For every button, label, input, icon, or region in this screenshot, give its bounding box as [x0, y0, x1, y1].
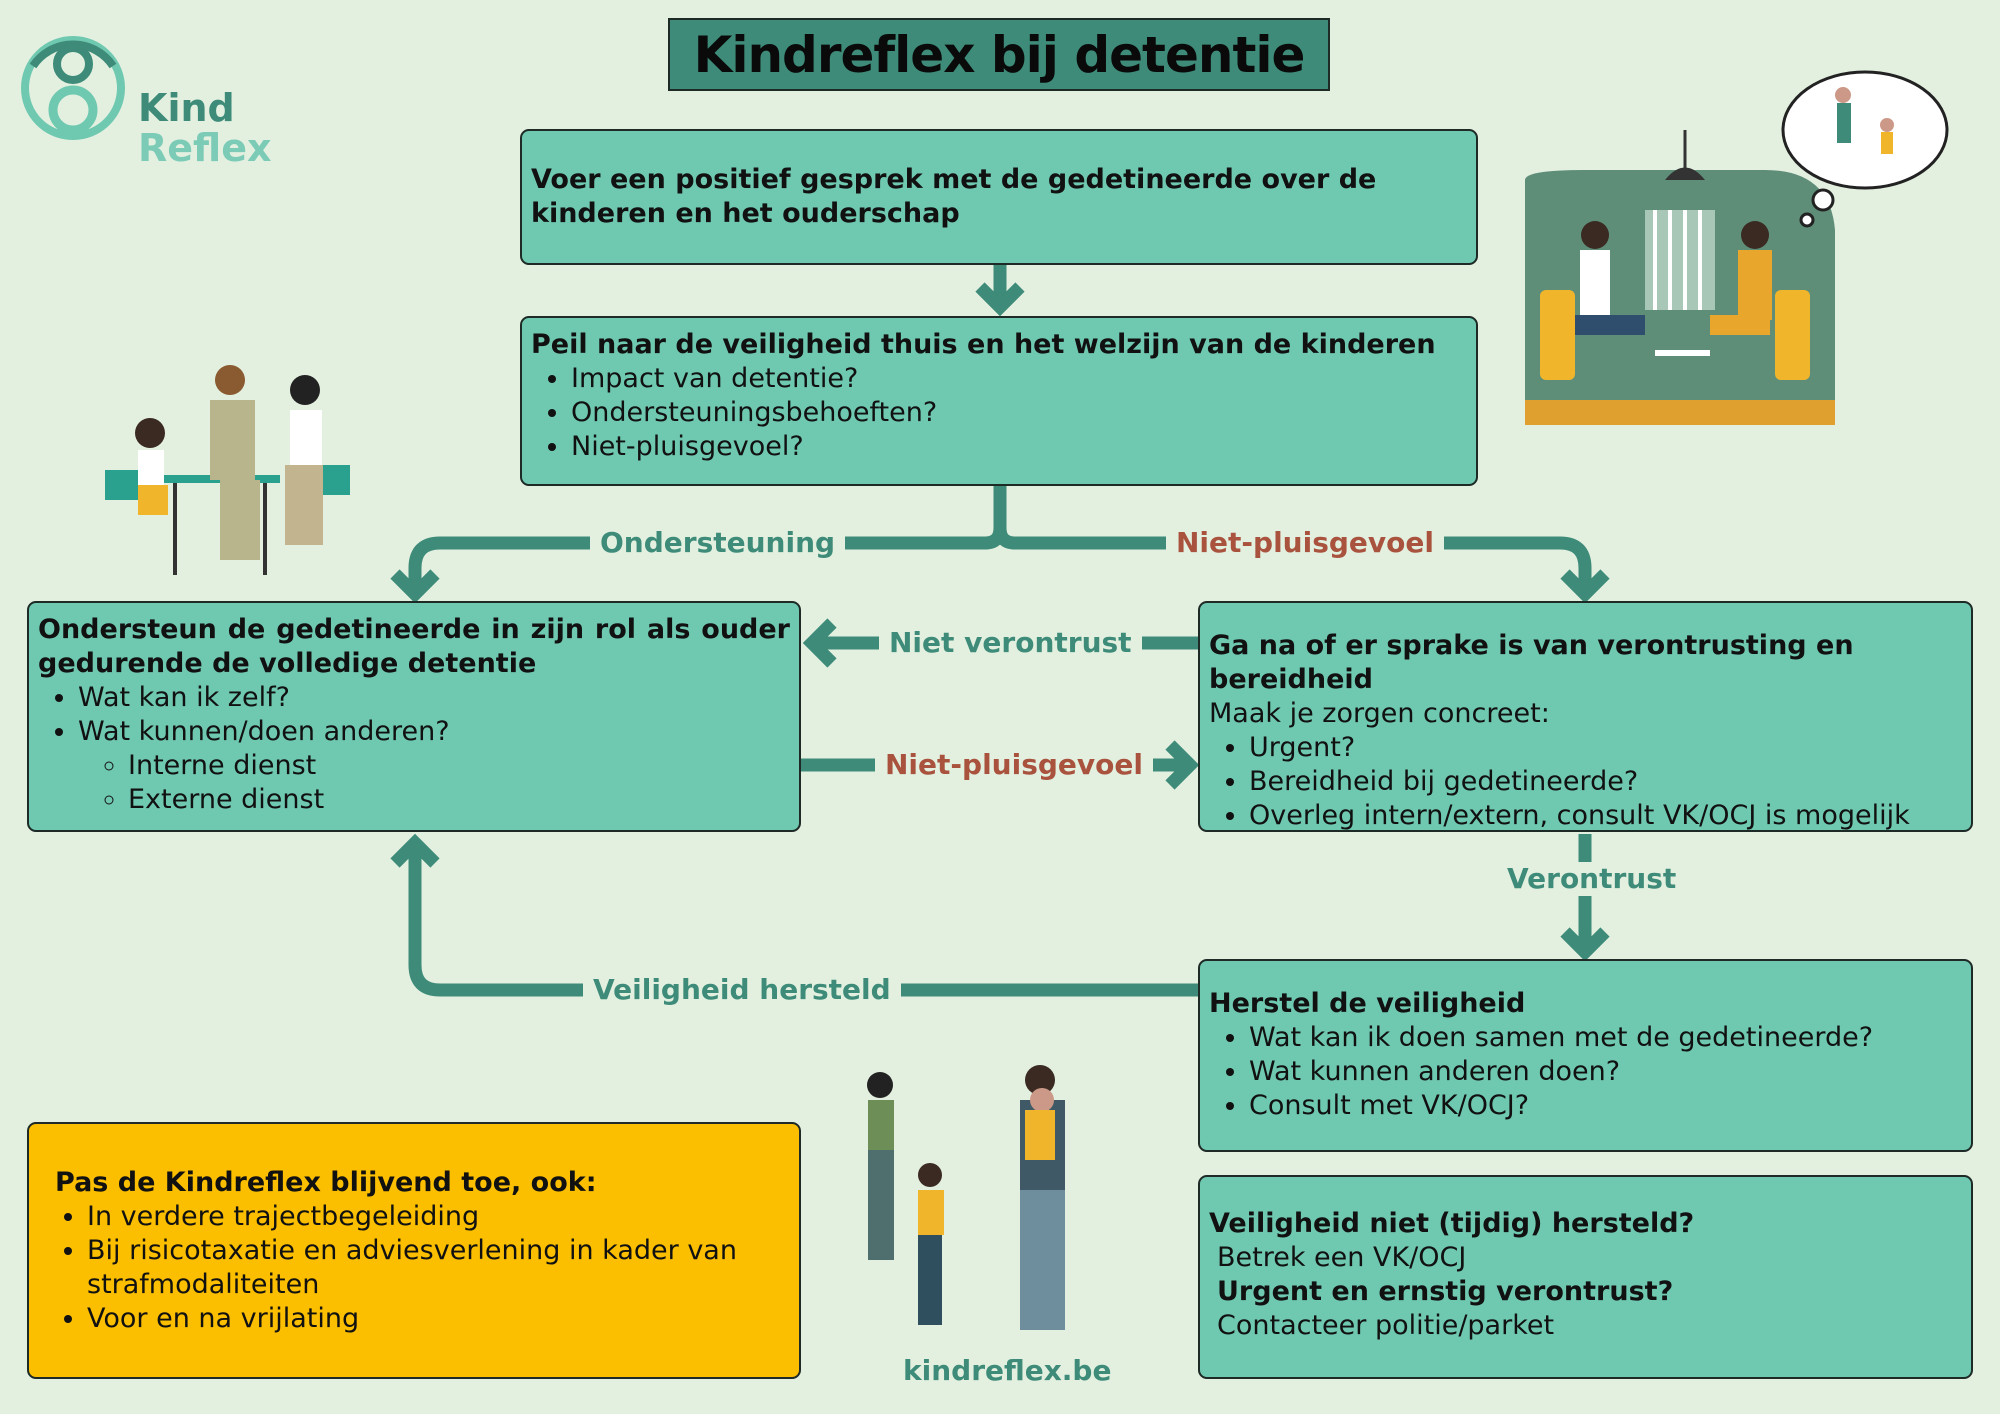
restore-box: Herstel de veiligheid Wat kan ik doen sa…: [1198, 959, 1973, 1152]
list-item: Bij risicotaxatie en adviesverlening in …: [87, 1234, 773, 1302]
step2-box: Peil naar de veiligheid thuis en het wel…: [520, 316, 1478, 486]
list-item: In verdere trajectbegeleiding: [87, 1200, 773, 1234]
list-item: Impact van detentie?: [571, 362, 1467, 396]
support-box: Ondersteun de gedetineerde in zijn rol a…: [27, 601, 801, 832]
label-ondersteuning: Ondersteuning: [590, 526, 846, 560]
website-link[interactable]: kindreflex.be: [903, 1354, 1112, 1387]
logo-icon: [21, 36, 125, 140]
check-intro: Maak je zorgen concreet:: [1209, 698, 1550, 729]
label-niet-pluisgevoel-top: Niet-pluisgevoel: [1166, 526, 1444, 560]
list-item: Wat kan ik zelf?: [78, 681, 790, 715]
label-verontrust: Verontrust: [1497, 862, 1687, 896]
escalate-q1: Veiligheid niet (tijdig) hersteld?: [1209, 1208, 1695, 1239]
list-item: Urgent?: [1249, 731, 1962, 765]
logo-text-kind: Kind: [138, 86, 235, 130]
escalate-a1: Betrek een VK/OCJ: [1217, 1242, 1467, 1273]
page-title: Kindreflex bij detentie: [668, 18, 1330, 91]
check-heading: Ga na of er sprake is van verontrusting …: [1209, 630, 1854, 695]
escalate-q2: Urgent en ernstig verontrust?: [1217, 1276, 1674, 1307]
list-item: Interne dienst: [128, 749, 790, 783]
arrow-branch-right: [993, 527, 1592, 594]
list-item: Wat kunnen/doen anderen? Interne dienstE…: [78, 715, 790, 817]
label-veiligheid-hersteld: Veiligheid hersteld: [583, 973, 901, 1007]
step1-heading: Voer een positief gesprek met de gedetin…: [531, 164, 1377, 229]
check-box: Ga na of er sprake is van verontrusting …: [1198, 601, 1973, 832]
always-box: Pas de Kindreflex blijvend toe, ook: In …: [27, 1122, 801, 1379]
family-reunion-illustration: [867, 1065, 1065, 1330]
escalate-a2: Contacteer politie/parket: [1217, 1310, 1555, 1341]
list-item: Ondersteuningsbehoeften?: [571, 396, 1467, 430]
list-item: Externe dienst: [128, 783, 790, 817]
step1-box: Voer een positief gesprek met de gedetin…: [520, 129, 1478, 265]
escalate-box: Veiligheid niet (tijdig) hersteld? Betre…: [1198, 1175, 1973, 1379]
always-heading: Pas de Kindreflex blijvend toe, ook:: [55, 1167, 597, 1198]
label-niet-verontrust: Niet verontrust: [879, 626, 1142, 660]
label-niet-pluisgevoel-mid: Niet-pluisgevoel: [875, 748, 1153, 782]
list-item: Consult met VK/OCJ?: [1249, 1089, 1962, 1123]
step2-heading: Peil naar de veiligheid thuis en het wel…: [531, 329, 1436, 360]
prison-visit-illustration: [1525, 70, 1949, 425]
list-item: Wat kan ik doen samen met de gedetineerd…: [1249, 1021, 1962, 1055]
logo-text-reflex: Reflex: [138, 126, 272, 170]
arrow-veiligheid-hersteld: [408, 843, 1198, 997]
restore-heading: Herstel de veiligheid: [1209, 988, 1526, 1019]
support-heading: Ondersteun de gedetineerde in zijn rol a…: [38, 614, 790, 679]
list-item: Wat kunnen anderen doen?: [1249, 1055, 1962, 1089]
family-table-illustration: [105, 365, 350, 575]
list-item: Voor en na vrijlating: [87, 1302, 773, 1336]
list-item: Bereidheid bij gedetineerde?: [1249, 765, 1962, 799]
list-item: Overleg intern/extern, consult VK/OCJ is…: [1249, 799, 1962, 833]
list-item: Niet-pluisgevoel?: [571, 430, 1467, 464]
